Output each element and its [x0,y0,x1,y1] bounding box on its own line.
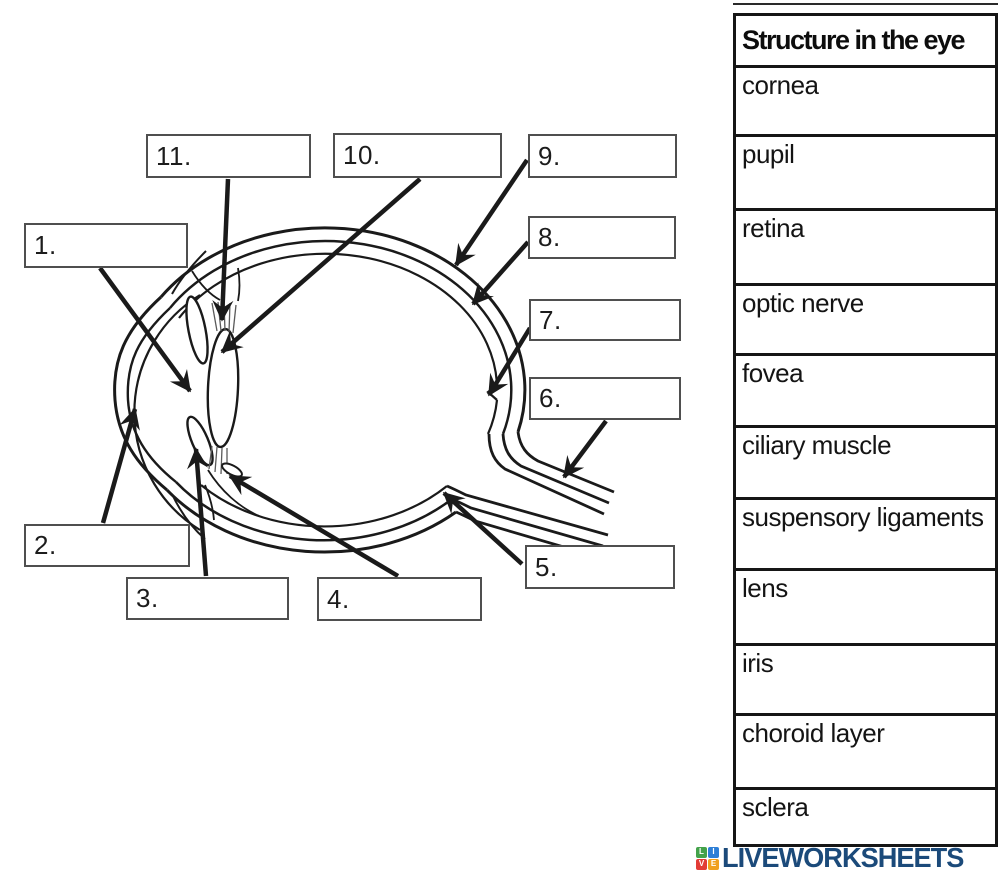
answer-box-4-label: 4. [327,583,350,614]
logo-tile-l: L [696,846,707,858]
answer-box-6[interactable]: 6. [529,377,681,420]
leader-arrow-10 [220,177,422,354]
answer-box-5-label: 5. [535,551,558,582]
answer-box-9[interactable]: 9. [528,134,677,178]
answer-box-7[interactable]: 7. [529,299,681,341]
answer-box-11-label: 11. [156,140,192,171]
answer-box-8-label: 8. [538,222,561,252]
logo-tile-i: I [708,846,719,858]
answer-box-3-label: 3. [136,583,159,613]
answer-box-2-label: 2. [34,530,57,560]
answer-box-4[interactable]: 4. [317,577,482,621]
structure-row-ciliary-muscle: ciliary muscle [736,428,995,500]
answer-box-1-label: 1. [34,230,57,260]
leader-arrow-2 [100,407,140,524]
structure-row-cornea: cornea [736,68,995,137]
leader-arrow-11 [212,178,234,322]
structure-row-suspensory-ligaments: suspensory ligaments [736,500,995,571]
answer-box-10[interactable]: 10. [333,133,502,178]
optic-nerve [446,431,615,559]
answer-box-11[interactable]: 11. [146,134,311,178]
leader-arrow-8 [471,240,530,306]
leader-arrow-4 [228,474,400,578]
answer-box-1[interactable]: 1. [24,223,188,268]
choroid-outline [169,239,513,542]
ciliary-muscle-oval [221,462,243,478]
logo-tile-v: V [696,858,707,870]
structure-row-retina: retina [736,211,995,286]
leader-arrow-9 [454,158,529,267]
answer-box-6-label: 6. [539,383,562,413]
liveworksheets-icon: L I V E [696,846,719,870]
worksheet-crop-line [733,3,998,5]
answer-box-7-label: 7. [539,304,562,335]
answer-box-3[interactable]: 3. [126,577,289,620]
liveworksheets-wordmark: LIVEWORKSHEETS [722,842,964,873]
structure-table: Structure in the eye cornea pupil retina… [733,13,998,847]
liveworksheets-logo: L I V E LIVEWORKSHEETS [696,842,971,874]
structure-row-lens: lens [736,571,995,646]
answer-box-9-label: 9. [538,140,561,171]
answer-box-5[interactable]: 5. [525,545,675,589]
structure-row-iris: iris [736,646,995,716]
ciliary-body [191,267,260,521]
cornea [113,295,177,492]
table-header: Structure in the eye [736,16,995,68]
structure-row-pupil: pupil [736,137,995,211]
structure-row-choroid-layer: choroid layer [736,716,995,790]
logo-tile-e: E [708,858,719,870]
leader-arrow-1 [98,266,192,393]
lens [206,327,240,449]
structure-row-fovea: fovea [736,356,995,428]
leader-arrow-7 [487,326,532,397]
answer-box-8[interactable]: 8. [528,216,676,259]
answer-box-10-label: 10. [343,140,381,170]
leader-arrows [98,158,608,578]
iris-upper [185,295,209,365]
structure-row-sclera: sclera [742,792,809,822]
answer-box-2[interactable]: 2. [24,524,190,567]
leader-arrow-5 [442,491,524,566]
structure-row-optic-nerve: optic nerve [736,286,995,356]
leader-arrow-6 [562,419,608,479]
leader-arrow-3 [186,447,209,577]
